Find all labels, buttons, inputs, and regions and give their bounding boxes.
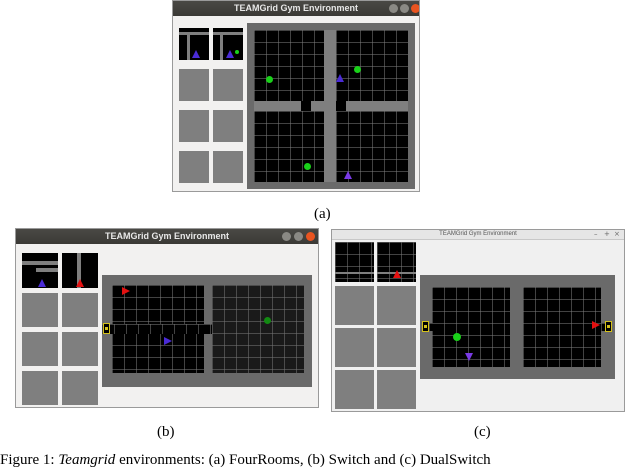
green-ball bbox=[304, 163, 311, 170]
agent-view-2 bbox=[213, 28, 243, 60]
empty-view bbox=[22, 371, 58, 405]
minimize-button[interactable]: – bbox=[594, 230, 598, 238]
switch-titlebar[interactable]: TEAMGrid Gym Environment bbox=[16, 229, 318, 244]
minimize-button[interactable] bbox=[389, 4, 398, 13]
caption-prefix: Figure 1: bbox=[0, 452, 59, 468]
empty-view bbox=[335, 370, 374, 409]
switch-icon bbox=[605, 321, 612, 332]
green-ball bbox=[264, 317, 271, 324]
blue-agent bbox=[336, 74, 344, 82]
window-title: TEAMGrid Gym Environment bbox=[233, 3, 358, 13]
empty-view bbox=[335, 328, 374, 367]
close-button[interactable] bbox=[306, 232, 315, 241]
empty-view bbox=[213, 69, 243, 101]
window-title: TEAMGrid Gym Environment bbox=[439, 231, 517, 237]
empty-view bbox=[179, 151, 209, 183]
agent-view-2 bbox=[62, 253, 98, 288]
label-a: (a) bbox=[314, 206, 331, 222]
switch-icon bbox=[103, 323, 110, 334]
maximize-button[interactable] bbox=[294, 232, 303, 241]
switch-grid bbox=[102, 275, 312, 387]
close-button[interactable] bbox=[411, 4, 419, 13]
minimize-button[interactable] bbox=[282, 232, 291, 241]
caption-text: environments: (a) FourRooms, (b) Switch … bbox=[115, 452, 491, 468]
empty-view bbox=[377, 370, 416, 409]
green-ball bbox=[266, 76, 273, 83]
agent-view-1 bbox=[179, 28, 209, 60]
empty-view bbox=[335, 286, 374, 325]
empty-view bbox=[213, 110, 243, 142]
close-button[interactable]: × bbox=[614, 230, 620, 238]
maximize-button[interactable] bbox=[400, 4, 409, 13]
agent-view-1 bbox=[22, 253, 58, 288]
purple-agent bbox=[465, 353, 473, 361]
label-b: (b) bbox=[157, 424, 175, 440]
dualswitch-grid bbox=[420, 275, 615, 379]
blue-agent bbox=[164, 337, 172, 345]
dualswitch-titlebar[interactable]: TEAMGrid Gym Environment – + × bbox=[332, 230, 624, 240]
agent-view-1 bbox=[335, 242, 374, 282]
window-title: TEAMGrid Gym Environment bbox=[104, 231, 229, 241]
red-agent bbox=[592, 321, 600, 329]
switch-window: TEAMGrid Gym Environment bbox=[15, 228, 319, 408]
empty-view bbox=[377, 286, 416, 325]
dualswitch-window: TEAMGrid Gym Environment – + × bbox=[331, 229, 625, 412]
label-c: (c) bbox=[474, 424, 491, 440]
switch-icon bbox=[422, 321, 429, 332]
figure-caption: Figure 1: Teamgrid environments: (a) Fou… bbox=[0, 452, 491, 469]
fourrooms-window: TEAMGrid Gym Environment bbox=[172, 0, 420, 192]
red-agent bbox=[122, 287, 130, 295]
fourrooms-grid bbox=[247, 23, 415, 189]
empty-view bbox=[62, 332, 98, 366]
empty-view bbox=[179, 69, 209, 101]
caption-italic: Teamgrid bbox=[58, 452, 116, 468]
purple-agent bbox=[344, 171, 352, 179]
empty-view bbox=[213, 151, 243, 183]
green-ball bbox=[354, 66, 361, 73]
maximize-button[interactable]: + bbox=[604, 230, 610, 238]
empty-view bbox=[22, 293, 58, 327]
empty-view bbox=[62, 293, 98, 327]
empty-view bbox=[377, 328, 416, 367]
agent-view-2 bbox=[377, 242, 416, 282]
empty-view bbox=[179, 110, 209, 142]
empty-view bbox=[62, 371, 98, 405]
green-ball bbox=[453, 333, 461, 341]
empty-view bbox=[22, 332, 58, 366]
fourrooms-titlebar[interactable]: TEAMGrid Gym Environment bbox=[173, 1, 419, 16]
